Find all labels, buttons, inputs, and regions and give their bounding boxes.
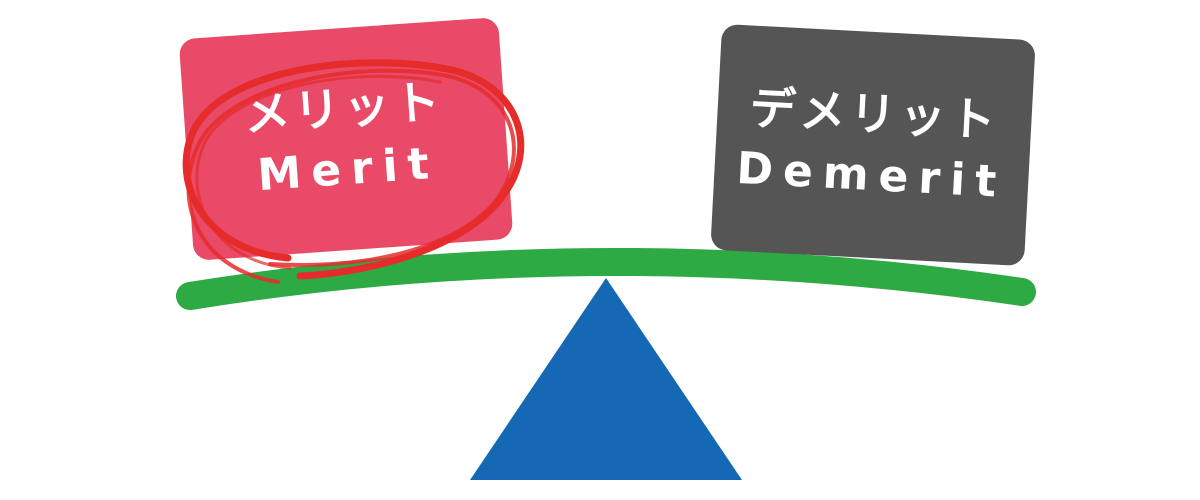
hand-drawn-circle-icon	[182, 59, 525, 284]
seesaw-beam	[176, 247, 1036, 310]
fulcrum-triangle	[470, 278, 742, 480]
